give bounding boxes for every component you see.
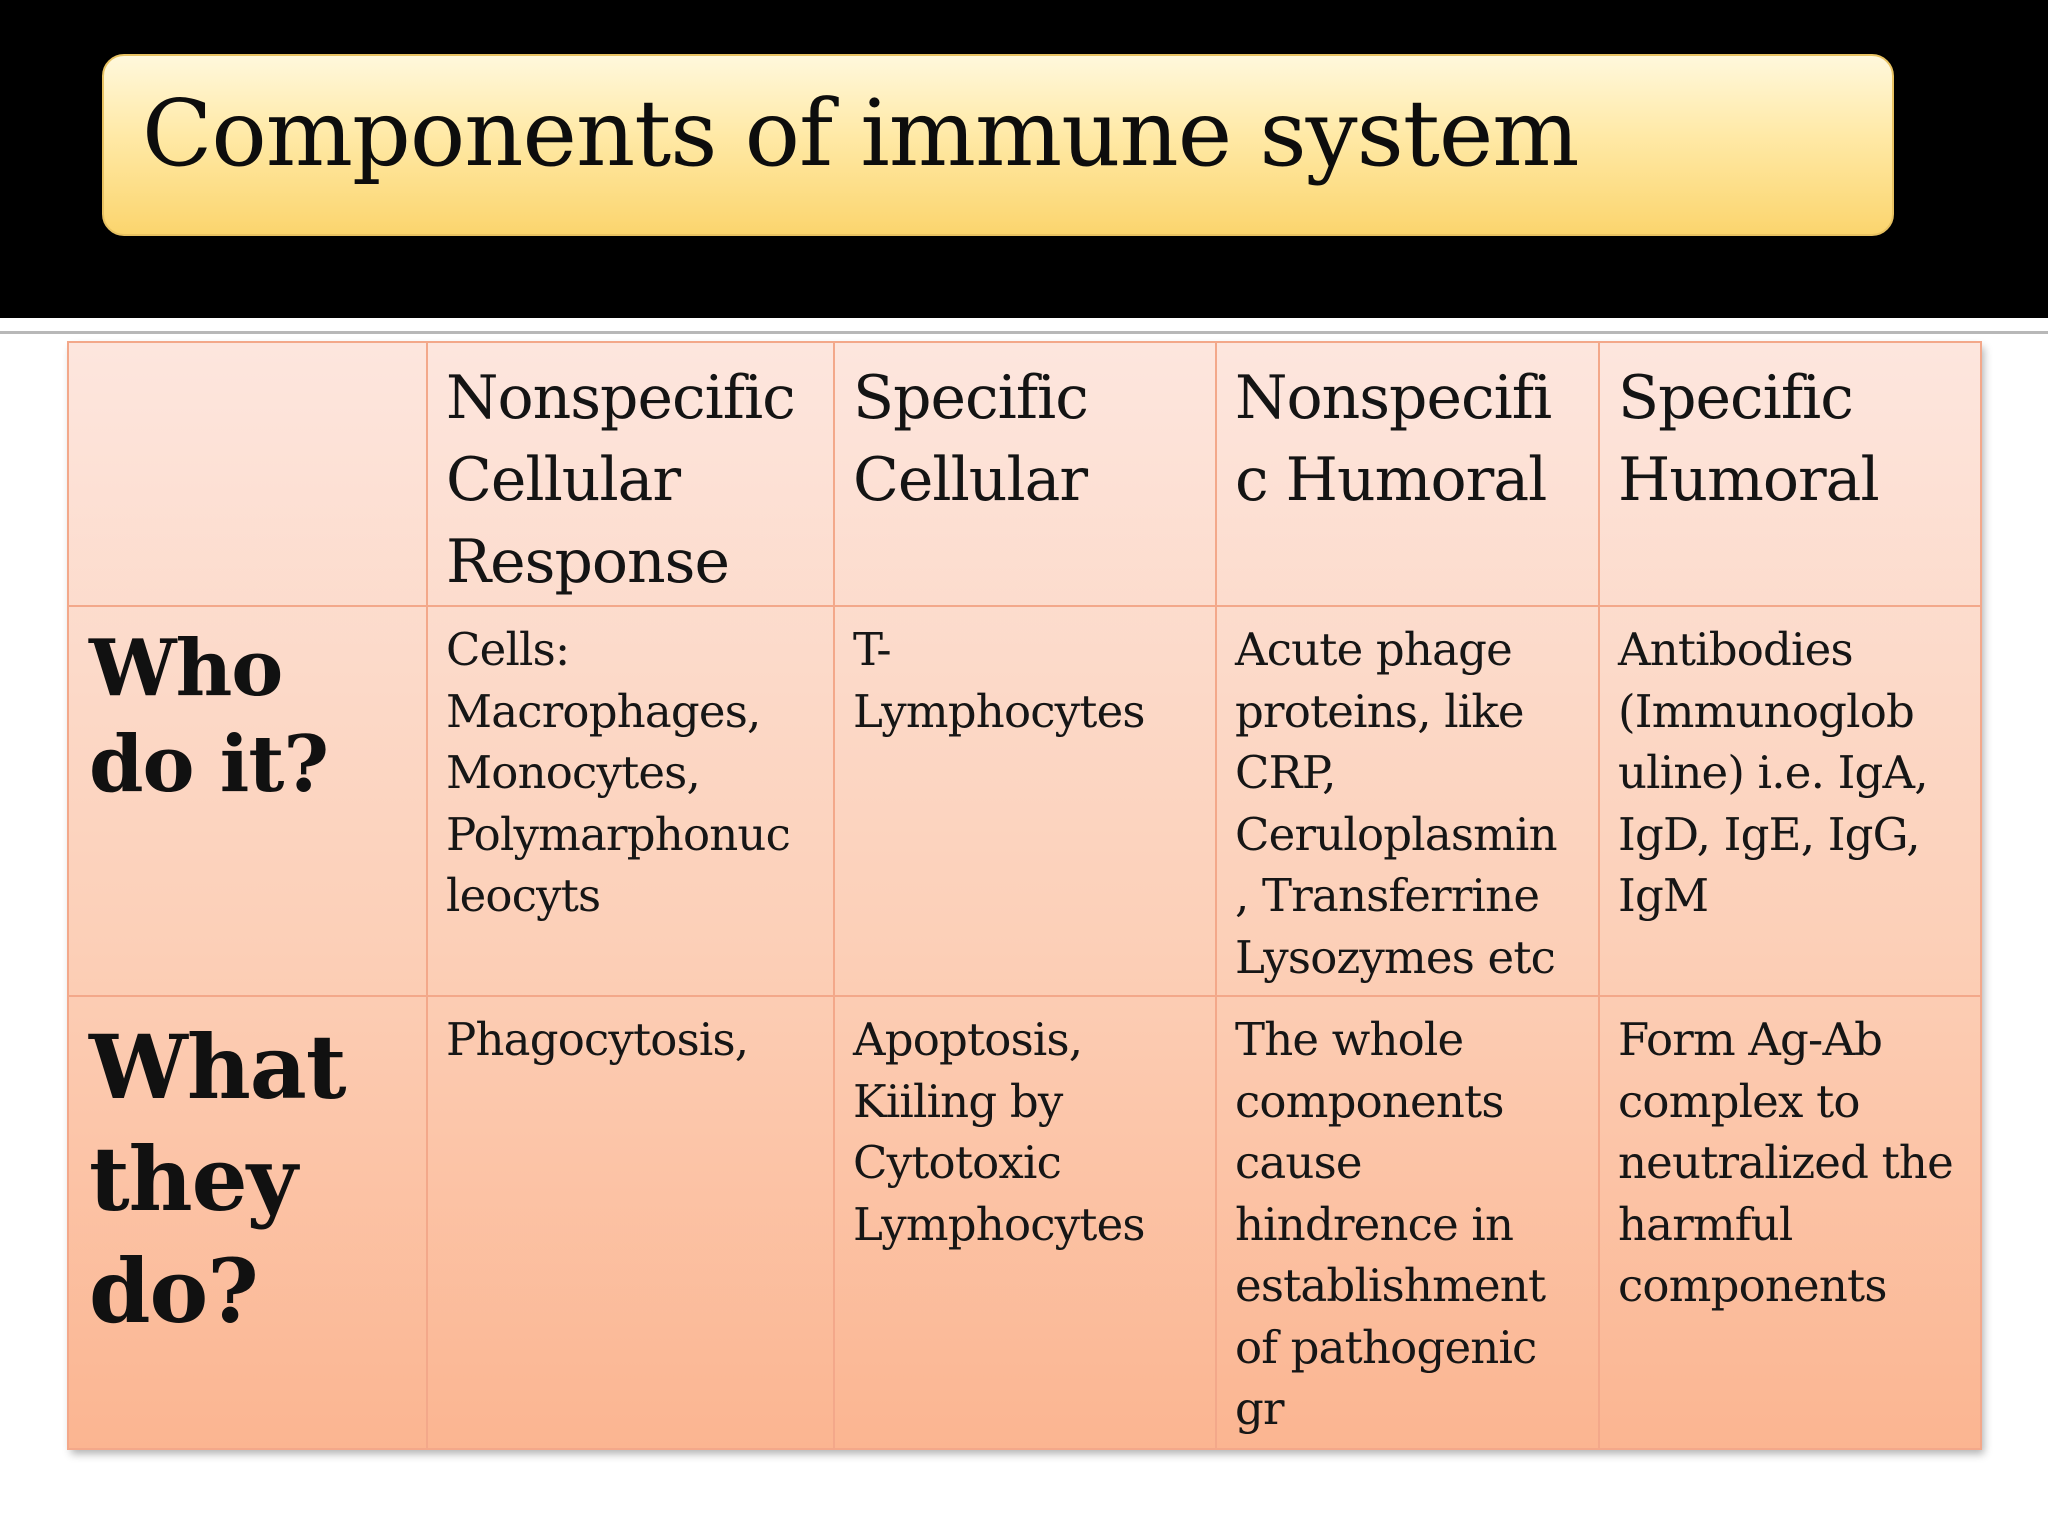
table-grid: Nonspecific Cellular Response Specific C… — [67, 341, 1982, 1450]
table-cell: Antibodies (Immunoglob uline) i.e. IgA, … — [1598, 605, 1982, 997]
corner-cell — [67, 341, 428, 607]
table-cell: Form Ag-Ab complex to neutralized the ha… — [1598, 995, 1982, 1450]
column-header-specific-humoral: Specific Humoral — [1598, 341, 1982, 607]
title-box: Components of immune system — [102, 54, 1894, 236]
table-row-what: What they do? Phagocytosis, Apoptosis, K… — [67, 995, 1982, 1450]
table-cell: Phagocytosis, — [426, 995, 835, 1450]
table-cell: Cells: Macrophages, Monocytes, Polymarph… — [426, 605, 835, 997]
table-cell: T- Lymphocytes — [833, 605, 1217, 997]
table-cell: Apoptosis, Kiiling by Cytotoxic Lymphocy… — [833, 995, 1217, 1450]
header-divider — [0, 331, 2048, 334]
table-cell: Acute phage proteins, like CRP, Cerulopl… — [1215, 605, 1600, 997]
row-label-what: What they do? — [67, 995, 428, 1450]
slide-title: Components of immune system — [142, 80, 1580, 187]
column-header-nonspecific-humoral: Nonspecifi c Humoral — [1215, 341, 1600, 607]
column-header-nonspecific-cellular: Nonspecific Cellular Response — [426, 341, 835, 607]
table-row-who: Who do it? Cells: Macrophages, Monocytes… — [67, 605, 1982, 997]
table-cell: The whole components cause hindrence in … — [1215, 995, 1600, 1450]
table-header-row: Nonspecific Cellular Response Specific C… — [67, 341, 1982, 607]
row-label-who: Who do it? — [67, 605, 428, 997]
components-table: Nonspecific Cellular Response Specific C… — [67, 341, 1982, 1450]
column-header-specific-cellular: Specific Cellular — [833, 341, 1217, 607]
